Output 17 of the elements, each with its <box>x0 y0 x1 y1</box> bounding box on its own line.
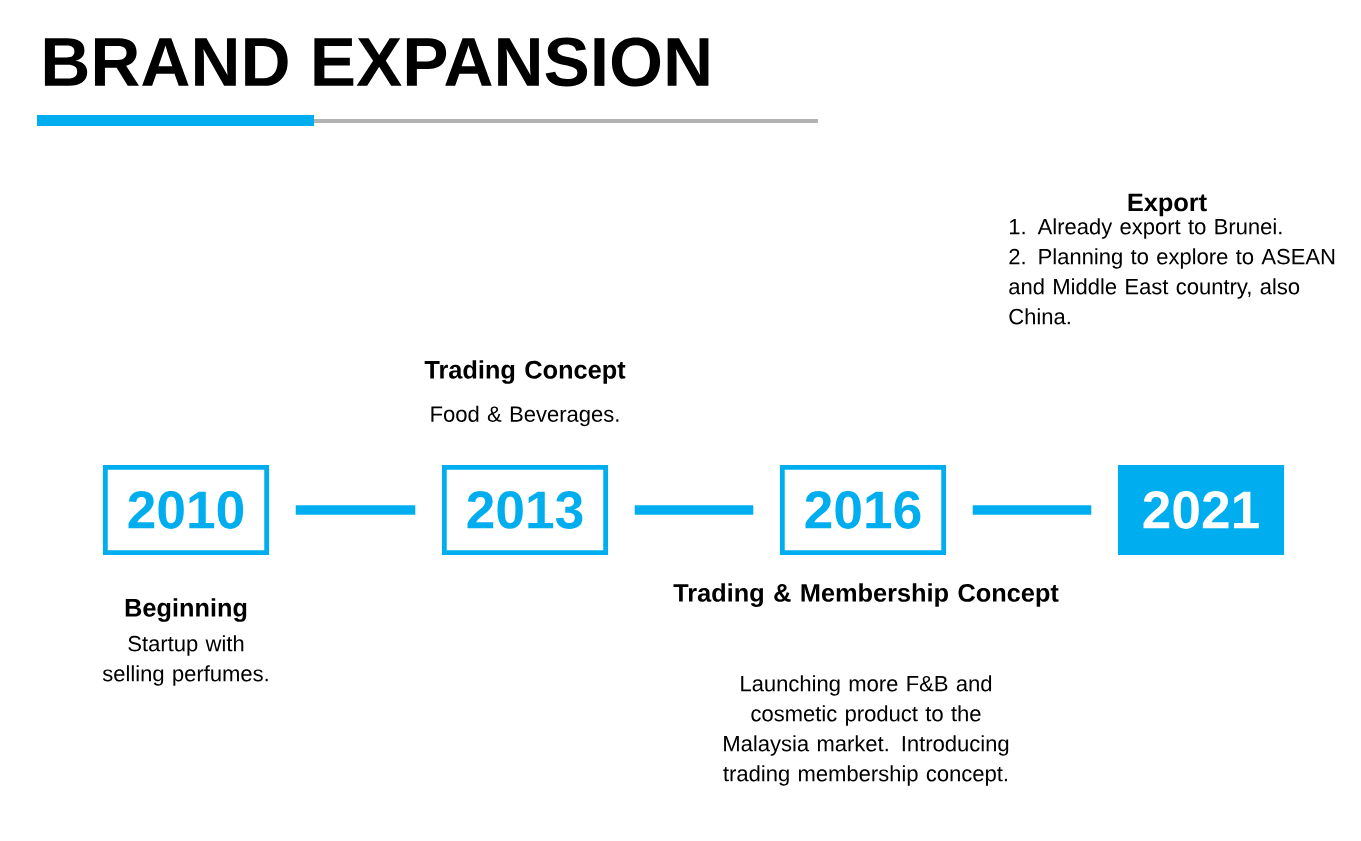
title: BRAND EXPANSION <box>44 37 709 87</box>
connector-line <box>972 505 1092 515</box>
milestone-heading: Export <box>1128 193 1207 217</box>
connector-line <box>634 505 754 515</box>
year-box: 2013 <box>441 464 609 556</box>
connector-line <box>295 505 416 515</box>
milestone-heading: Beginning <box>125 598 247 622</box>
year-box: 2010 <box>102 464 270 556</box>
milestone-description: Startup with selling perfumes. <box>102 635 268 686</box>
milestone-heading: Trading & Membership Concept <box>673 583 1059 607</box>
year-box: 2021 <box>1117 464 1285 556</box>
list-item: 2. Planning to explore to ASEAN and Middle East country, also China. <box>1009 248 1335 325</box>
milestone-heading: Trading Concept <box>424 360 626 384</box>
milestone-description: Food & Beverages. <box>431 405 619 427</box>
list-item: 1. Already export to Brunei. <box>1009 218 1282 239</box>
year-box: 2016 <box>779 464 947 556</box>
milestone-description: Launching more F&B and cosmetic product to the Malaysia market. Introducing trading membership concept. <box>723 675 1009 786</box>
